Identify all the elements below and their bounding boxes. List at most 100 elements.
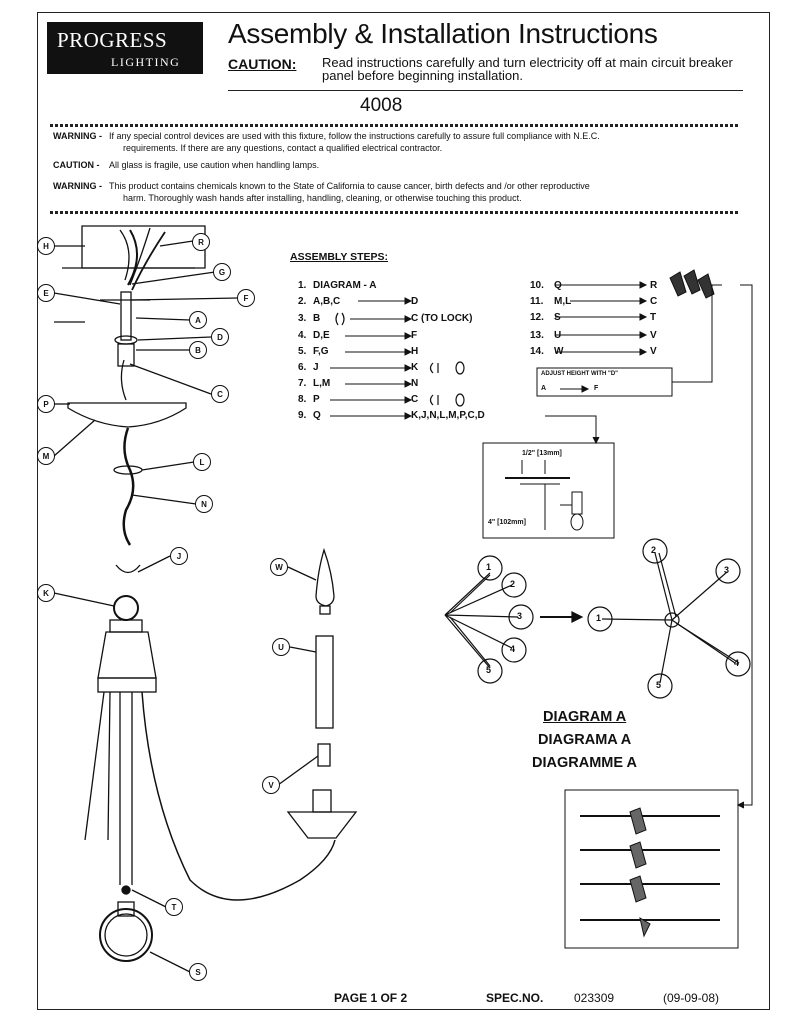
step-target: V xyxy=(650,330,657,341)
callout-b: B xyxy=(189,341,207,359)
step-number: 4. xyxy=(298,330,307,341)
step-parts: P xyxy=(313,394,320,405)
step-number: 14. xyxy=(530,346,544,357)
callout-d: D xyxy=(211,328,229,346)
step-parts: D,E xyxy=(313,330,330,341)
step-parts: F,G xyxy=(313,346,329,357)
document-title: Assembly & Installation Instructions xyxy=(228,18,658,49)
step-number: 10. xyxy=(530,280,544,291)
header-rule xyxy=(228,90,743,91)
divider-bottom xyxy=(50,211,738,214)
step-number: 5. xyxy=(298,346,307,357)
fixture-body xyxy=(97,631,157,679)
diagram-a-fr: DIAGRAMME A xyxy=(532,755,637,771)
warning-1-cont: requirements. If there are any questions… xyxy=(123,143,443,153)
spec-label: SPEC.NO. xyxy=(486,991,544,1005)
step-number: 2. xyxy=(298,296,307,307)
callout-g: G xyxy=(213,263,231,281)
step-target: F xyxy=(411,330,418,341)
revision-date: (09-09-08) xyxy=(663,991,720,1005)
caution-label: CAUTION: xyxy=(228,56,297,72)
warning-2-cont: harm. Thoroughly wash hands after instal… xyxy=(123,193,522,203)
adjust-from: A xyxy=(541,385,547,392)
callout-h: H xyxy=(37,237,55,255)
callout-n: N xyxy=(195,495,213,513)
step-number: 13. xyxy=(530,330,544,341)
step-number: 3. xyxy=(298,313,307,324)
adjust-note: ADJUST HEIGHT WITH "D" xyxy=(541,371,619,377)
callout-s: S xyxy=(189,963,207,981)
warning-1-label: WARNING - xyxy=(53,131,102,141)
step-number: 6. xyxy=(298,362,307,373)
brand-logo: PROGRESS LIGHTING xyxy=(47,22,203,74)
dim-half-inch: 1/2" [13mm] xyxy=(522,450,562,457)
step-target: N xyxy=(411,378,419,389)
callout-p: P xyxy=(37,395,55,413)
step-target: D xyxy=(411,296,419,307)
callout-w: W xyxy=(270,558,288,576)
step-target: R xyxy=(650,280,658,291)
step-target: K,J,N,L,M,P,C,D xyxy=(411,410,485,421)
diagram-a-left-num: 5 xyxy=(486,665,492,675)
step-number: 1. xyxy=(298,280,307,291)
diagram-a-left-num: 2 xyxy=(510,579,516,589)
canopy-box xyxy=(81,225,206,269)
caution-glass: CAUTION -All glass is fragile, use cauti… xyxy=(53,159,319,171)
callout-l: L xyxy=(193,453,211,471)
logo-line2: LIGHTING xyxy=(111,55,181,69)
step-target: T xyxy=(650,312,657,323)
step-number: 9. xyxy=(298,410,307,421)
step-number: 11. xyxy=(530,296,544,307)
step-parts: B xyxy=(313,313,321,324)
warning-1: WARNING - If any special control devices … xyxy=(53,130,600,154)
callout-e: E xyxy=(37,284,55,302)
step-target: C xyxy=(650,296,658,307)
step-target: C (TO LOCK) xyxy=(411,313,473,324)
diagram-a-en: DIAGRAM A xyxy=(543,709,627,725)
diagram-a-left-num: 1 xyxy=(486,562,492,572)
step-number: 7. xyxy=(298,378,307,389)
warning-1-text: If any special control devices are used … xyxy=(109,131,600,141)
callout-m: M xyxy=(37,447,55,465)
warning-2: WARNING -This product contains chemicals… xyxy=(53,180,590,204)
step-parts: DIAGRAM - A xyxy=(313,280,377,291)
adjust-to: F xyxy=(594,385,599,392)
step-parts: L,M xyxy=(313,378,331,389)
step-parts: J xyxy=(313,362,319,373)
step-number: 12. xyxy=(530,312,544,323)
sleeve-u xyxy=(315,635,334,729)
step-number: 8. xyxy=(298,394,307,405)
diagram-a-es: DIAGRAMA A xyxy=(538,732,632,748)
caution-glass-label: CAUTION - xyxy=(53,160,100,170)
page-number: PAGE 1 OF 2 xyxy=(334,991,408,1005)
page-frame xyxy=(37,12,770,1010)
step-parts: Q xyxy=(313,410,321,421)
callout-r: R xyxy=(192,233,210,251)
callout-t: T xyxy=(165,898,183,916)
divider-top xyxy=(50,124,738,127)
logo-line1: PROGRESS xyxy=(57,28,168,52)
canopy-dish xyxy=(67,402,187,428)
diagram-a-right-num: 4 xyxy=(734,658,740,668)
diagram-a-right-num: 1 xyxy=(596,613,602,623)
callout-j: J xyxy=(170,547,188,565)
callout-u: U xyxy=(272,638,290,656)
callout-f: F xyxy=(237,289,255,307)
step-target: H xyxy=(411,346,419,357)
callout-c: C xyxy=(211,385,229,403)
spec-number: 023309 xyxy=(574,991,615,1005)
diagram-a-right-num: 3 xyxy=(724,565,730,575)
bulb-w xyxy=(315,547,335,607)
diagram-a-right-num: 5 xyxy=(656,680,662,690)
assembly-steps-title: ASSEMBLY STEPS: xyxy=(290,251,389,263)
step-parts: A,B,C xyxy=(313,296,341,307)
callout-v: V xyxy=(262,776,280,794)
diagram-a-left-num: 4 xyxy=(510,644,516,654)
warning-2-label: WARNING - xyxy=(53,181,102,191)
callout-k: K xyxy=(37,584,55,602)
step-parts: M,L xyxy=(554,296,572,307)
step-target: V xyxy=(650,346,657,357)
step-target: C xyxy=(411,394,419,405)
diagram-a-left-num: 3 xyxy=(517,611,523,621)
